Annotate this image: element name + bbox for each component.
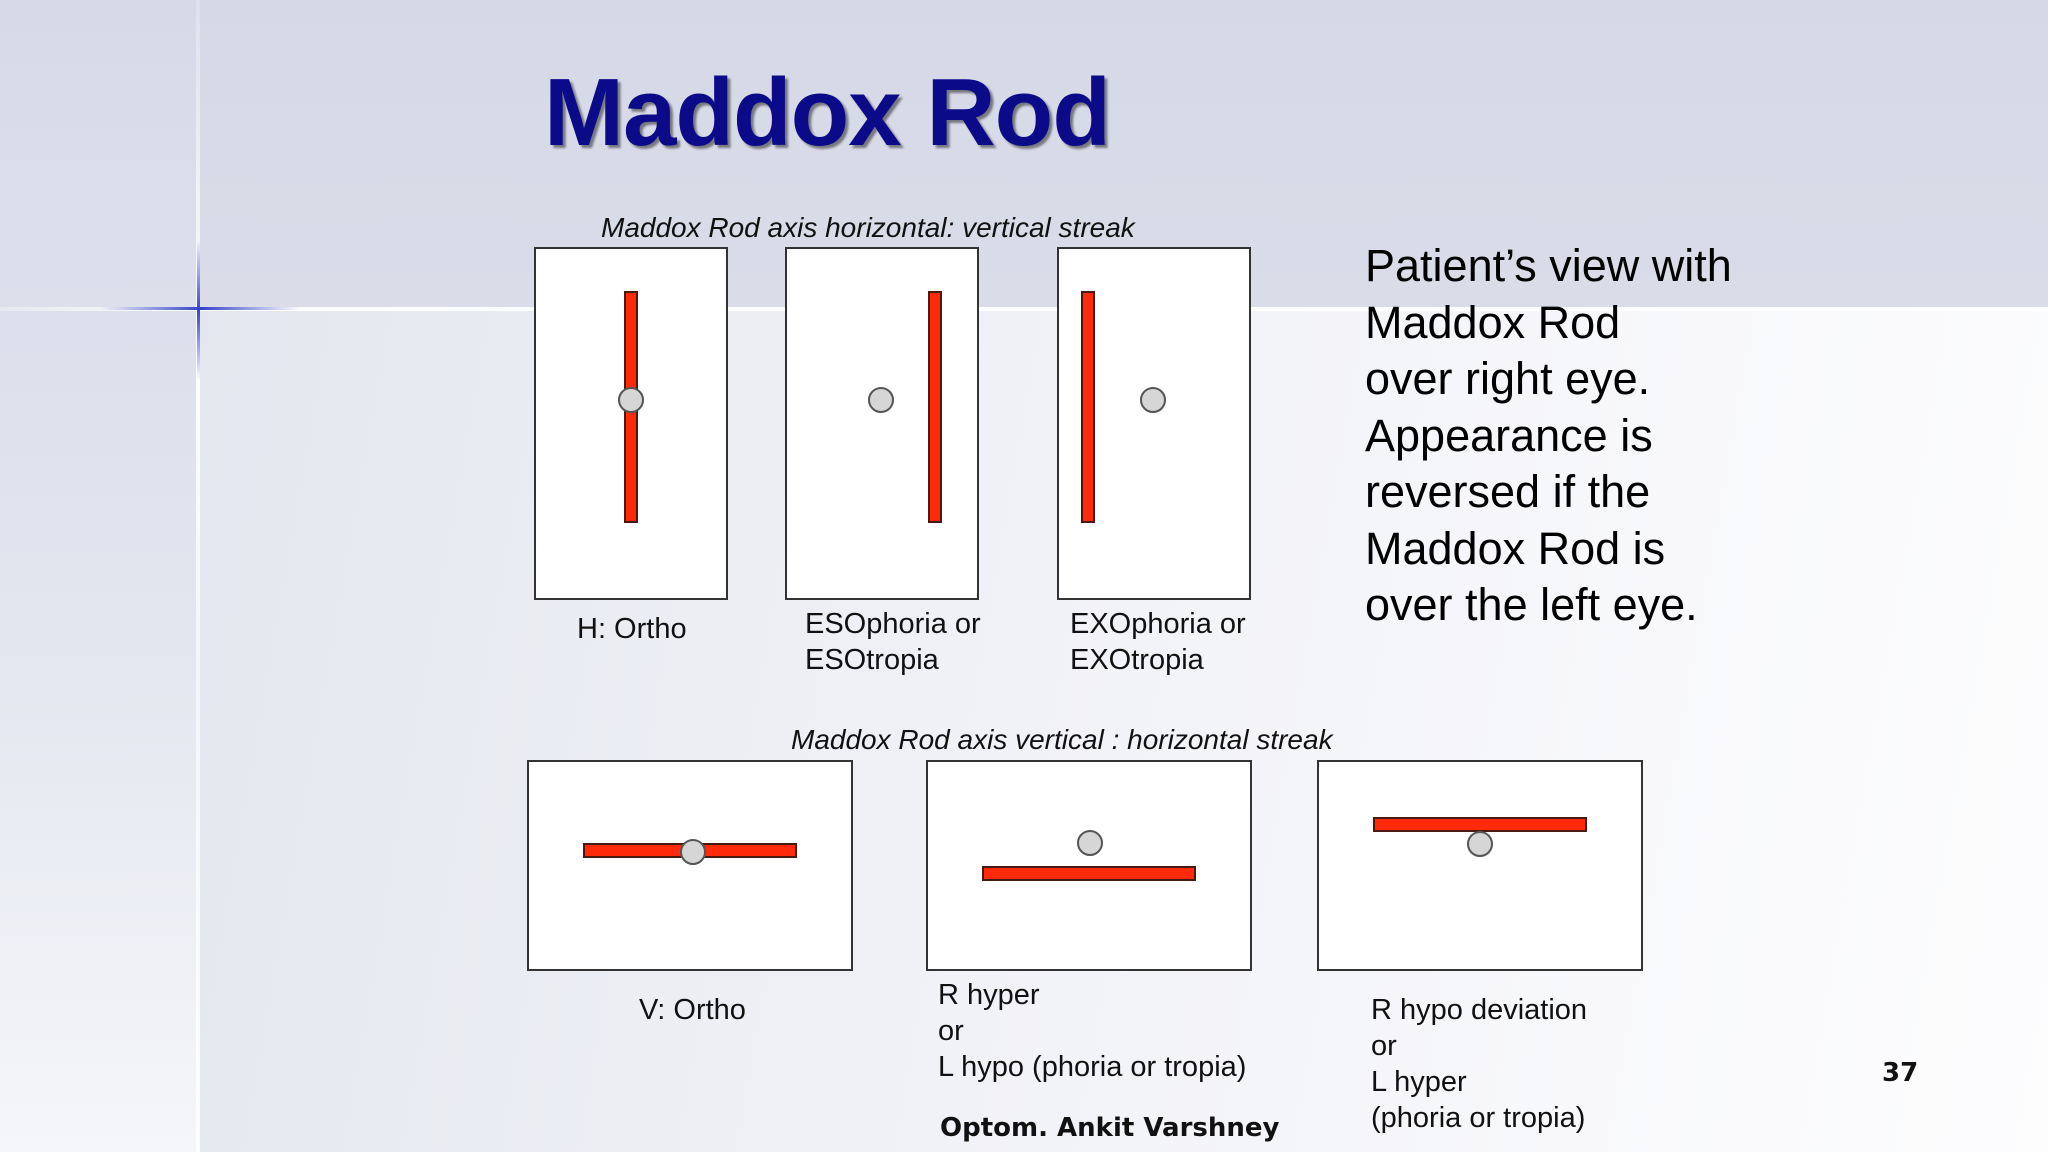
sparkle-icon-horizontal bbox=[100, 307, 300, 310]
light-spot bbox=[1467, 831, 1493, 857]
bottom-section-caption: Maddox Rod axis vertical : horizontal st… bbox=[791, 724, 1333, 755]
light-spot bbox=[1077, 830, 1103, 856]
panel-exophoria bbox=[1057, 247, 1251, 600]
side-explanation: Patient’s view with Maddox Rod over righ… bbox=[1365, 240, 1732, 630]
sparkle-icon-vertical bbox=[197, 240, 200, 380]
light-spot bbox=[680, 839, 706, 865]
panel-h-ortho bbox=[534, 247, 728, 600]
light-spot bbox=[618, 387, 644, 413]
slide-title: Maddox Rod bbox=[544, 59, 1111, 166]
label-esophoria: ESOphoria or ESOtropia bbox=[805, 608, 981, 676]
label-r-hypo: R hypo deviation or L hyper (phoria or t… bbox=[1371, 994, 1588, 1134]
horizontal-streak bbox=[982, 866, 1196, 881]
background-horizontal-line bbox=[0, 307, 2048, 311]
light-spot bbox=[868, 387, 894, 413]
top-section-caption: Maddox Rod axis horizontal: vertical str… bbox=[601, 212, 1135, 243]
label-h-ortho: H: Ortho bbox=[577, 613, 687, 645]
panel-r-hypo bbox=[1317, 760, 1643, 971]
label-v-ortho: V: Ortho bbox=[639, 994, 746, 1026]
vertical-streak bbox=[1081, 291, 1095, 523]
panel-r-hyper bbox=[926, 760, 1252, 971]
panel-esophoria bbox=[785, 247, 979, 600]
label-r-hyper: R hyper or L hypo (phoria or tropia) bbox=[938, 979, 1247, 1083]
author-credit: Optom. Ankit Varshney bbox=[940, 1113, 1280, 1143]
panel-v-ortho bbox=[527, 760, 853, 971]
background-left-panel bbox=[0, 0, 198, 1152]
page-number: 37 bbox=[1882, 1058, 1919, 1088]
vertical-streak bbox=[928, 291, 942, 523]
light-spot bbox=[1140, 387, 1166, 413]
label-exophoria: EXOphoria or EXOtropia bbox=[1070, 608, 1246, 676]
horizontal-streak bbox=[1373, 817, 1587, 832]
background-vertical-line bbox=[196, 0, 200, 1152]
